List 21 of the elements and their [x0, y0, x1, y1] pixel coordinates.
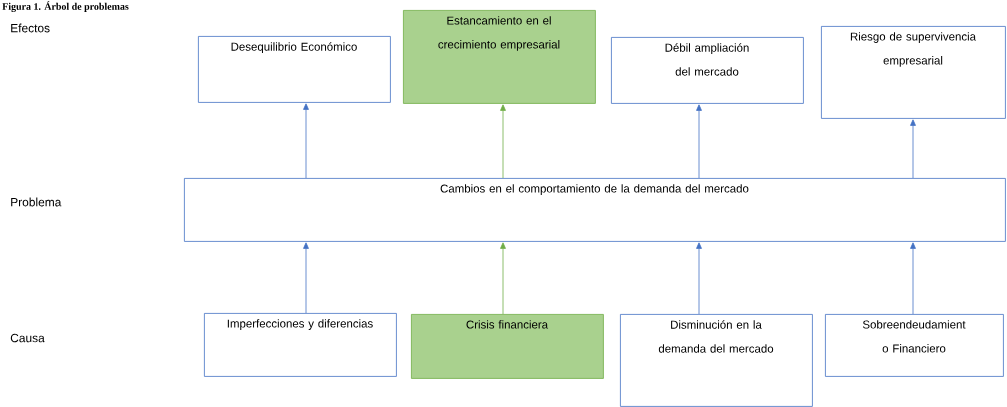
arrow — [303, 103, 309, 179]
effect-box: Estancamiento en el crecimiento empresarial — [403, 10, 596, 104]
figure-title: Figura 1. Árbol de problemas — [2, 1, 129, 12]
arrow — [910, 242, 916, 315]
row-label: Causa — [10, 333, 45, 343]
cause-box: Sobreendeudamient o Financiero — [825, 314, 1004, 377]
problem-box: Cambios en el comportamiento de la demanda del mercado — [184, 178, 1006, 242]
effect-box: Riesgo de supervivencia empresarial — [821, 26, 1006, 119]
row-label: Problema — [11, 197, 62, 207]
cause-box: Imperfecciones y diferencias — [204, 313, 397, 377]
arrow — [696, 104, 702, 179]
arrow — [500, 104, 506, 179]
arrow — [910, 119, 916, 179]
effect-box: Desequilibrio Económico — [198, 36, 391, 103]
arrow — [500, 242, 506, 315]
row-label: Efectos — [11, 23, 50, 33]
arrow — [303, 242, 309, 314]
effect-box: Débil ampliación del mercado — [611, 37, 804, 104]
cause-box: Crisis financiera — [411, 314, 604, 379]
arrow — [696, 242, 702, 315]
cause-box: Disminución en la demanda del mercado — [620, 314, 813, 407]
